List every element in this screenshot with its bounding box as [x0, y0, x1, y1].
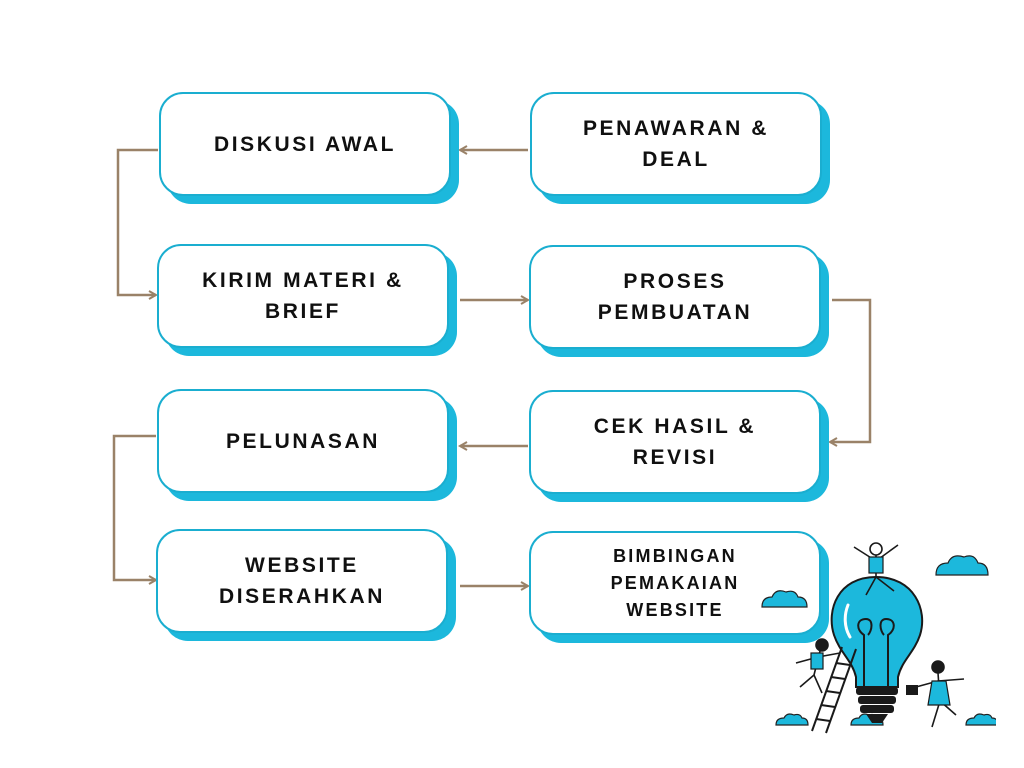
step-label: PROSES PEMBUATAN — [597, 270, 753, 324]
card: DISKUSI AWAL — [159, 92, 451, 196]
card: KIRIM MATERI & BRIEF — [157, 244, 449, 348]
step-proses-pembuatan: PROSES PEMBUATAN — [529, 245, 829, 357]
step-label: DISKUSI AWAL — [213, 132, 397, 156]
card: CEK HASIL & REVISI — [529, 390, 821, 494]
step-pelunasan: PELUNASAN — [157, 389, 457, 501]
card: PENAWARAN & DEAL — [530, 92, 822, 196]
card: WEBSITE DISERAHKAN — [156, 529, 448, 633]
card: BIMBINGAN PEMAKAIAN WEBSITE — [529, 531, 821, 635]
step-kirim-materi: KIRIM MATERI & BRIEF — [157, 244, 457, 356]
step-penawaran-deal: PENAWARAN & DEAL — [530, 92, 830, 204]
step-label: WEBSITE DISERAHKAN — [218, 554, 385, 608]
step-website-diserahkan: WEBSITE DISERAHKAN — [156, 529, 456, 641]
step-label: KIRIM MATERI & BRIEF — [202, 269, 404, 323]
step-label: PELUNASAN — [225, 429, 381, 453]
arrow-proses-to-cek — [830, 298, 872, 442]
step-label: CEK HASIL & REVISI — [593, 415, 757, 469]
step-diskusi-awal: DISKUSI AWAL — [159, 92, 459, 204]
card: PELUNASAN — [157, 389, 449, 493]
step-label: PENAWARAN & DEAL — [582, 117, 770, 171]
card: PROSES PEMBUATAN — [529, 245, 821, 349]
arrow-pelunasan-to-website — [112, 434, 156, 580]
arrow-diskusi-to-kirim — [116, 148, 158, 295]
lightbulb-people-illustration-icon — [761, 542, 996, 734]
step-cek-hasil: CEK HASIL & REVISI — [529, 390, 829, 502]
step-label: BIMBINGAN PEMAKAIAN WEBSITE — [610, 545, 740, 620]
